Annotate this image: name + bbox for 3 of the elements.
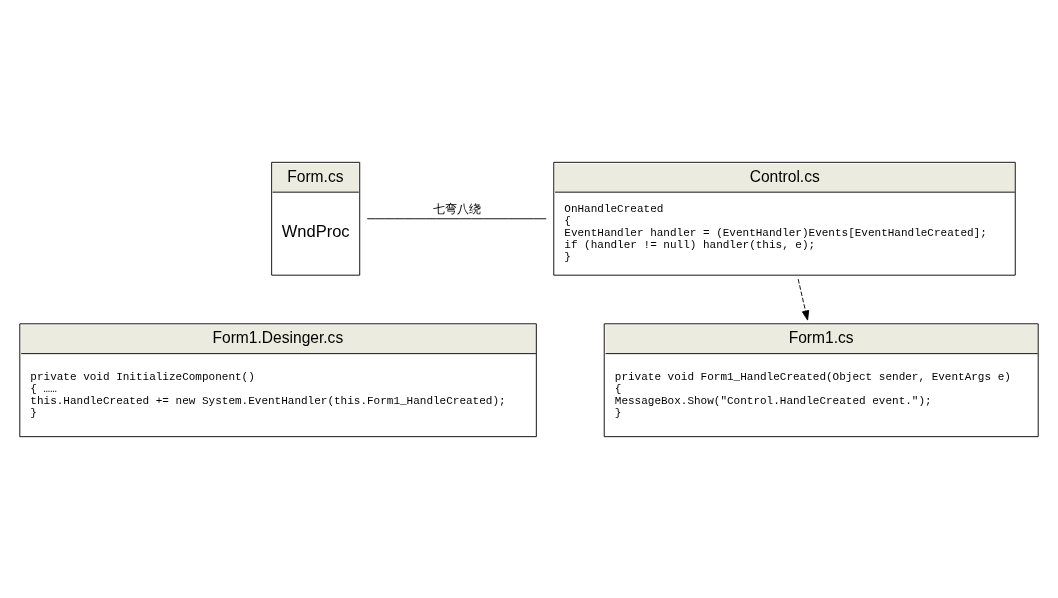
- edge-label: 七弯八绕: [432, 201, 481, 216]
- connector: [366, 217, 547, 219]
- arrow: [797, 278, 810, 321]
